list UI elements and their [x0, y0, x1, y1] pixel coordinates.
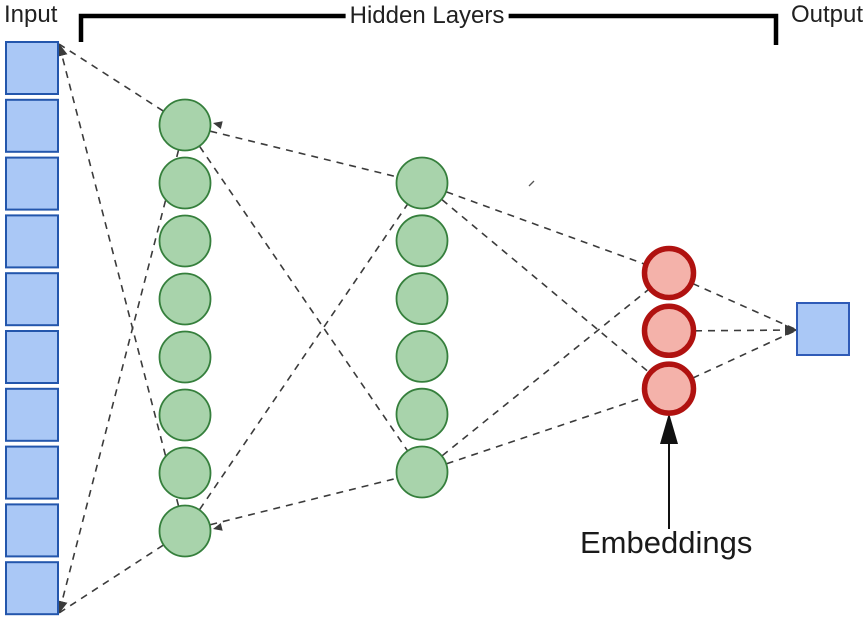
input-node	[5, 41, 59, 95]
connector-line	[421, 388, 670, 473]
hidden2-node	[395, 387, 449, 441]
hidden1-node	[158, 388, 212, 442]
input-node	[5, 156, 59, 211]
hidden1-node	[158, 446, 212, 500]
output-node	[796, 302, 850, 356]
connector-line	[668, 329, 798, 390]
input-node	[5, 98, 59, 153]
input-node	[5, 272, 59, 327]
embedding-node	[641, 361, 697, 416]
hidden2-node	[395, 329, 449, 383]
hidden1-node	[158, 98, 212, 152]
hidden1-node	[158, 156, 212, 210]
hidden2-node	[395, 272, 449, 326]
stray-mark	[528, 180, 535, 187]
connector-line	[56, 124, 186, 614]
input-label: Input	[4, 1, 58, 28]
embeddings-arrowhead-icon	[660, 413, 678, 444]
embedding-node	[641, 245, 697, 301]
connector-line	[421, 182, 670, 390]
embeddings-label: Embeddings	[580, 525, 753, 560]
connector-line	[668, 324, 798, 336]
input-node	[5, 503, 59, 558]
embedding-node	[641, 303, 697, 359]
input-node	[5, 445, 59, 500]
input-node	[5, 330, 59, 384]
arrowhead-icon	[213, 121, 223, 130]
hidden1-node	[158, 330, 212, 384]
hidden1-node	[158, 272, 212, 326]
hidden2-node	[395, 156, 449, 210]
input-node	[5, 214, 59, 269]
hidden2-node	[395, 445, 449, 499]
hidden1-node	[158, 504, 212, 558]
connector-line	[184, 124, 423, 184]
input-node	[5, 387, 59, 442]
arrowhead-icon	[213, 522, 223, 531]
connector-line	[184, 471, 423, 532]
connector-line	[184, 124, 423, 473]
hidden-layers-label: Hidden Layers	[345, 2, 509, 30]
connector-line	[421, 272, 670, 473]
connector-line	[184, 182, 423, 532]
connector-line	[668, 272, 798, 331]
hidden1-node	[158, 214, 212, 268]
input-node	[5, 561, 59, 616]
connector-line	[56, 43, 186, 532]
hidden2-node	[395, 214, 449, 268]
connector-line	[421, 182, 670, 274]
output-label: Output	[791, 1, 864, 28]
